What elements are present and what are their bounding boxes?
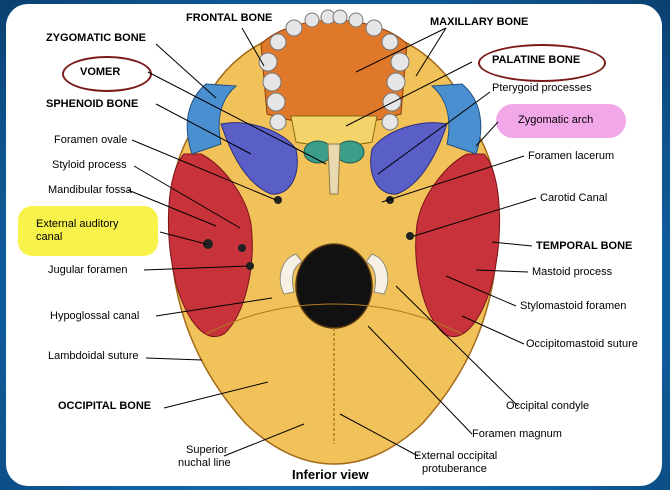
slide-card: FRONTAL BONE MAXILLARY BONE ZYGOMATIC BO… (6, 4, 662, 486)
view-title: Inferior view (292, 467, 369, 482)
label-occipital-condyle: Occipital condyle (506, 400, 590, 412)
label-mastoid-process: Mastoid process (532, 266, 613, 278)
left-sphenoid-region (220, 122, 298, 195)
label-sphenoid-bone: SPHENOID BONE (46, 98, 139, 110)
label-external-auditory-canal-2: canal (36, 231, 63, 243)
label-foramen-lacerum: Foramen lacerum (528, 150, 615, 162)
right-carotid-canal (406, 232, 414, 240)
label-foramen-ovale: Foramen ovale (54, 134, 128, 146)
label-palatine-bone: PALATINE BONE (492, 54, 581, 66)
leader-lines (127, 27, 537, 457)
label-vomer: VOMER (80, 66, 121, 78)
left-occipital-condyle (279, 253, 303, 295)
label-zygomatic-arch: Zygomatic arch (518, 114, 594, 126)
zygomatic-arch-highlight (496, 104, 626, 138)
label-temporal-bone: TEMPORAL BONE (536, 240, 633, 252)
left-foramen-ovale (274, 196, 282, 204)
label-styloid-process: Styloid process (52, 159, 127, 171)
label-hypoglossal-canal: Hypoglossal canal (50, 310, 140, 322)
label-external-auditory-canal-1: External auditory (36, 218, 119, 230)
lambdoid-suture (205, 303, 463, 335)
left-jugular-foramen (246, 262, 254, 270)
palatine-bone (290, 115, 378, 146)
label-external-occipital-2: protuberance (422, 463, 487, 475)
left-zygomatic-bone (186, 83, 238, 155)
vomer (327, 143, 341, 195)
label-external-occipital-1: External occipital (414, 450, 498, 462)
foramen-magnum (295, 243, 373, 329)
palatine-bone-circle (478, 44, 606, 82)
left-external-auditory-canal (203, 239, 213, 249)
label-pterygoid-processes: Pterygoid processes (492, 82, 592, 94)
label-superior-nuchal-line-2: nuchal line (178, 457, 231, 469)
label-mandibular-fossa: Mandibular fossa (48, 184, 132, 196)
label-stylomastoid-foramen: Stylomastoid foramen (520, 300, 627, 312)
left-carotid-canal (238, 244, 246, 252)
right-temporal-bone (415, 153, 501, 337)
label-frontal-bone: FRONTAL BONE (186, 12, 273, 24)
right-foramen-ovale (386, 196, 394, 204)
label-occipitomastoid-suture: Occipitomastoid suture (526, 338, 638, 350)
label-jugular-foramen: Jugular foramen (48, 264, 128, 276)
external-auditory-highlight (18, 206, 158, 256)
label-superior-nuchal-line-1: Superior (186, 444, 228, 456)
label-carotid-canal: Carotid Canal (540, 192, 608, 204)
upper-teeth (258, 9, 410, 131)
label-lambdoidal-suture: Lambdoidal suture (48, 350, 139, 362)
label-zygomatic-bone: ZYGOMATIC BONE (46, 32, 147, 44)
label-occipital-bone: OCCIPITAL BONE (58, 400, 152, 412)
label-maxillary-bone: MAXILLARY BONE (430, 16, 529, 28)
label-foramen-magnum: Foramen magnum (472, 428, 562, 440)
right-occipital-condyle (365, 253, 389, 295)
right-sphenoid-region (370, 122, 448, 195)
skull-illustration (127, 9, 537, 465)
